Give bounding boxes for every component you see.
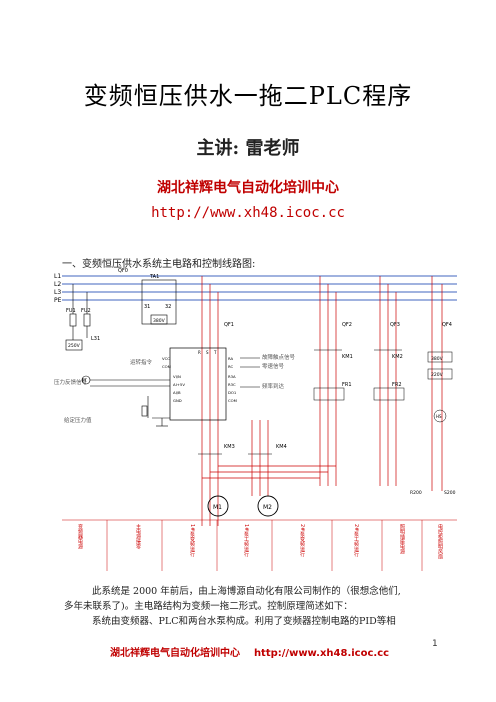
relay-fr2: FR2 [392,382,402,388]
organization-name: 湖北祥辉电气自动化培训中心 [157,180,339,196]
inv-term-l5: AI/B [173,390,181,395]
inv-term-r3: R3A [228,374,236,379]
col-label-6: 2#泵工频运行 [353,524,359,558]
contactor-km2: KM2 [392,354,403,360]
circuit-diagram: L1 L2 L3 PE QF0 TA1 31 32 380V FU1 FU2 2… [54,268,457,571]
breaker-qf2: QF2 [342,322,352,328]
label-run-command: 运转指令 [130,358,153,366]
fuse-fu1: FU1 [66,308,76,314]
line-label-l3: L3 [54,289,61,296]
breaker-qf1: QF1 [224,322,234,328]
inv-term-r5: DO1 [228,390,237,395]
inv-term-l2: COM [162,364,171,369]
label-freq-reached: 频率到达 [262,382,285,390]
contactor-km3: KM3 [224,444,235,450]
fuse-fu2: FU2 [81,308,91,314]
inv-top-s: S [206,350,209,355]
relay-fr1: FR1 [342,382,352,388]
contactor-km4: KM4 [276,444,287,450]
pump-box2-label: 220V [431,372,444,378]
line-label-pe: PE [54,297,62,304]
col-label-4: 1#泵工频运行 [243,524,249,558]
lecturer-line: 主讲: 雷老师 [196,138,300,159]
line-label-l1: L1 [54,273,61,280]
motor-m1: M1 [213,504,222,511]
inv-term-r1: RA [228,356,233,361]
tr-out-32: 32 [165,304,171,310]
label-pressure-feedback: 压力反馈信号 [54,378,88,386]
inv-term-l3: VI/N [173,374,181,379]
motor-m2: M2 [263,504,272,511]
page-number: 1 [432,639,438,649]
label-set-pressure: 给定压力值 [64,416,92,424]
dc-box-label: 250V [68,343,81,349]
breaker-qf3: QF3 [390,322,400,328]
inv-term-l4: AI+5V [173,382,185,387]
col-label-5: 2#泵变频运行 [299,524,305,558]
line-label-l2: L2 [54,281,61,288]
inv-term-r4: R3C [228,382,236,387]
contactor-km1: KM1 [342,354,353,360]
meter-label: HS [436,414,442,419]
tr-out-31: 31 [144,304,150,310]
inv-top-t: T [213,350,217,355]
document-title: 变频恒压供水一拖二PLC程序 [83,82,413,110]
inv-term-l6: GND [173,398,182,403]
volt-box-label: 380V [153,318,166,324]
inv-term-r2: RC [228,364,233,369]
transformer-label: TA1 [149,274,159,280]
col-label-2: 主电源接零 [135,523,141,550]
breaker-qf4: QF4 [442,322,452,328]
paragraph-2: 系统由变频器、PLC和两台水泵构成。利用了变频器控制电路的PID等相 [92,616,396,627]
bottom-s200: S200 [444,490,456,496]
col-label-7: 照明插座电源 [399,524,405,555]
footer-organization: 湖北祥辉电气自动化培训中心 [110,648,240,659]
label-zero-speed: 零速信号 [262,362,285,370]
inv-top-r: R [198,350,201,355]
organization-url[interactable]: http://www.xh48.icoc.cc [151,205,345,221]
bottom-r200: R200 [410,490,422,496]
section-heading: 一、变频恒压供水系统主电路和控制线路图: [62,259,256,270]
col-label-1: 变频器电源 [77,523,83,550]
inv-term-r6: COM [228,398,237,403]
qf0-label: QF0 [118,268,128,274]
footer: 湖北祥辉电气自动化培训中心 http://www.xh48.icoc.cc [110,644,389,659]
paragraph-1a: 此系统是 2000 年前后，由上海博源自动化有限公司制作的（很想念他们, [92,586,401,597]
paragraph-1b: 多年未联系了)。主电路结构为变频一拖二形式。控制原理简述如下： [64,601,353,612]
label-fault-contact: 故障触点信号 [262,353,296,361]
pump-box-label: 380V [431,356,444,362]
pressure-sensor-label: PT [82,378,87,383]
footer-url[interactable]: http://www.xh48.icoc.cc [253,648,390,659]
l31-label: L31 [91,336,100,342]
col-label-8: 电控柜照明风扇 [437,523,443,560]
inv-term-l1: VCC [162,356,170,361]
col-label-3: 1#泵变频运行 [189,524,195,558]
